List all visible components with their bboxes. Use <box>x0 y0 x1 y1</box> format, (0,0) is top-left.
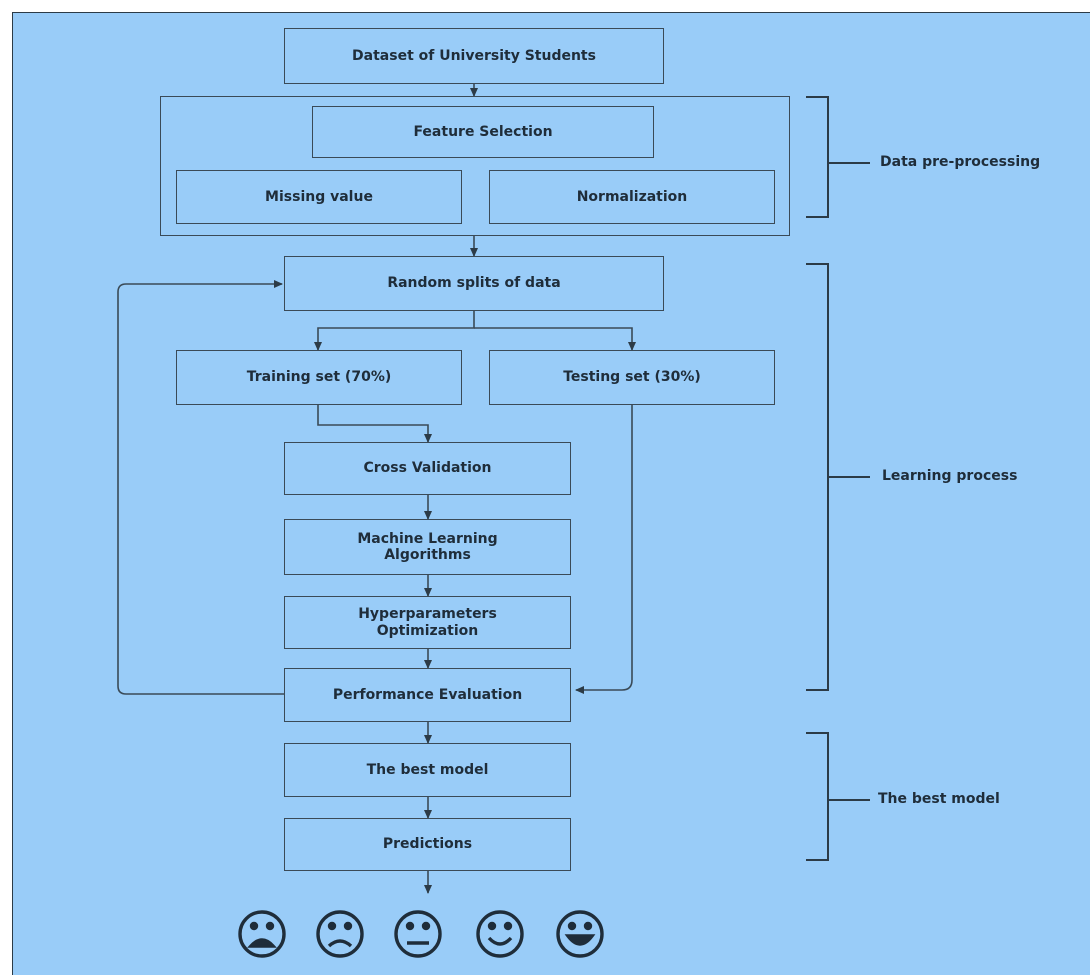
normalization-node: Normalization <box>489 170 775 224</box>
random-splits-label: Random splits of data <box>387 275 561 292</box>
ml-algorithms-label: Machine Learning Algorithms <box>357 530 498 563</box>
hyperparameters-node: Hyperparameters Optimization <box>284 596 571 649</box>
best-model-node: The best model <box>284 743 571 797</box>
predictions-label: Predictions <box>382 836 473 853</box>
predictions-node: Predictions <box>284 818 571 871</box>
cross-validation-label: Cross Validation <box>363 460 492 477</box>
ml-algorithms-node: Machine Learning Algorithms <box>284 519 571 575</box>
dataset-node: Dataset of University Students <box>284 28 664 84</box>
stage-label-best-model: The best model <box>878 791 1000 807</box>
preprocessing-group <box>160 96 790 236</box>
best-model-label: The best model <box>366 761 489 778</box>
training-set-label: Training set (70%) <box>246 369 392 386</box>
feature-selection-label: Feature Selection <box>413 123 553 140</box>
cross-validation-node: Cross Validation <box>284 442 571 495</box>
performance-evaluation-node: Performance Evaluation <box>284 668 571 722</box>
hyperparameters-label: Hyperparameters Optimization <box>358 606 497 639</box>
testing-set-node: Testing set (30%) <box>489 350 775 405</box>
dataset-label: Dataset of University Students <box>352 47 596 64</box>
random-splits-node: Random splits of data <box>284 256 664 311</box>
feature-selection-node: Feature Selection <box>312 106 654 158</box>
stage-label-learning: Learning process <box>882 468 1018 484</box>
testing-set-label: Testing set (30%) <box>563 369 701 386</box>
normalization-label: Normalization <box>576 188 688 205</box>
missing-value-node: Missing value <box>176 170 462 224</box>
stage-label-preprocessing: Data pre-processing <box>880 154 1041 170</box>
missing-value-label: Missing value <box>265 188 373 205</box>
training-set-node: Training set (70%) <box>176 350 462 405</box>
performance-evaluation-label: Performance Evaluation <box>332 686 523 703</box>
